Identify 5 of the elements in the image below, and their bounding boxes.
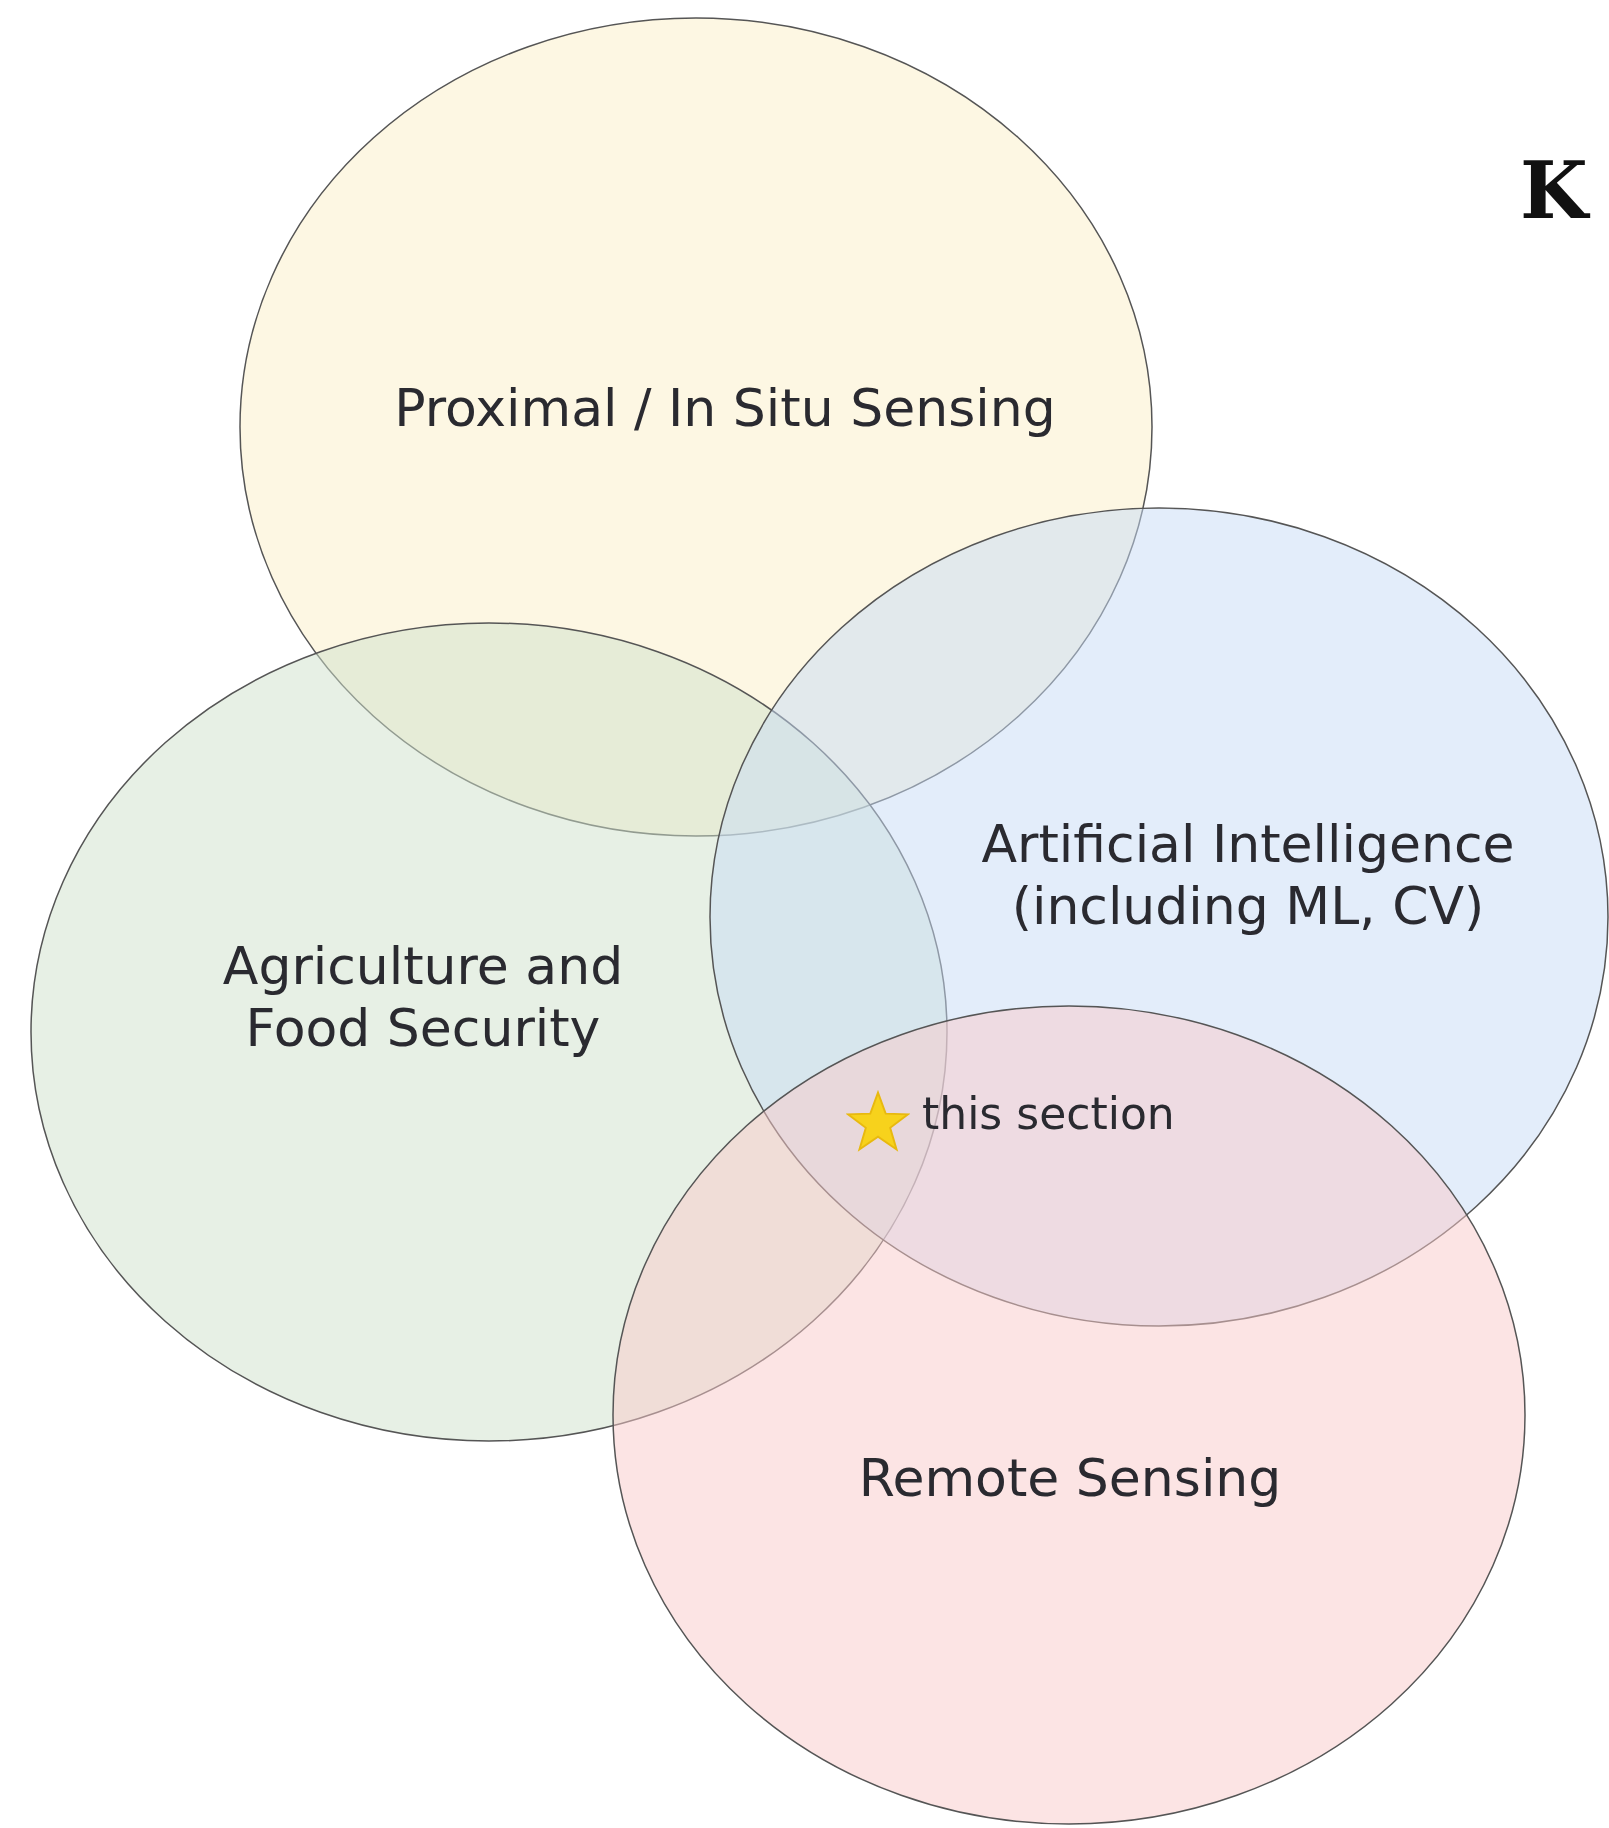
circle-label: Proximal / In Situ Sensing (393, 376, 1057, 440)
circle-label: Remote Sensing (857, 1446, 1283, 1510)
note-text: this section (922, 1088, 1175, 1139)
circle-label: Agriculture and Food Security (221, 934, 625, 1060)
circle-label: Artificial Intelligence (including ML, CV) (980, 812, 1516, 938)
